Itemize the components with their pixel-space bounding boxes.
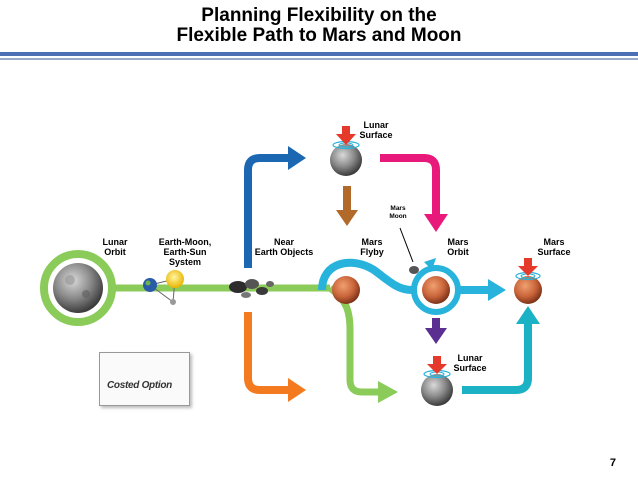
path-blue-up (244, 154, 288, 268)
arrowhead-brown (336, 210, 358, 226)
earth-sun-icon (143, 270, 184, 305)
title-line-2: Flexible Path to Mars and Moon (176, 25, 462, 46)
arrowhead-magenta (424, 214, 448, 232)
arrowhead-cyan (488, 279, 506, 301)
mars-moon-pointer (399, 227, 414, 263)
title-line-1: Planning Flexibility on the (201, 5, 437, 26)
path-teal-up (462, 322, 532, 394)
mars-icon (422, 276, 450, 304)
asteroid-icon (229, 279, 274, 298)
label-mars-flyby: Mars Flyby (360, 237, 384, 257)
legend-box (99, 352, 190, 406)
landing-marker-icon (332, 126, 360, 150)
label-mars-surface: Mars Surface (537, 237, 571, 257)
legend-label: Costed Option (107, 380, 172, 391)
page-number: 7 (609, 457, 616, 469)
path-cyan-flyby (318, 258, 413, 294)
label-earth-moon-system: Earth-Moon, Earth-Sun System (158, 237, 212, 267)
title-rule (0, 52, 638, 56)
landing-marker-icon (423, 356, 451, 379)
path-magenta (380, 154, 440, 216)
page-title: Planning Flexibility on the Flexible Pat… (0, 6, 638, 46)
arrowhead-green (378, 381, 398, 403)
mars-icon (332, 276, 360, 304)
mars-icon (514, 276, 542, 304)
mars-moon-icon (409, 266, 419, 274)
path-orange-down (244, 312, 288, 394)
moon-icon (53, 263, 103, 313)
moon-icon (330, 144, 362, 176)
label-lunar-surface-top: Lunar Surface (359, 120, 393, 140)
label-mars-moon: Mars Moon (389, 205, 407, 220)
label-lunar-orbit: Lunar Orbit (102, 237, 128, 257)
arrowhead-orbit (424, 258, 436, 270)
arrowhead-orange (288, 378, 306, 402)
orbit-ring (411, 265, 461, 315)
landing-marker-icon (515, 258, 541, 281)
arrowhead-teal (516, 306, 540, 324)
arrowhead-purple (425, 328, 447, 344)
title-rule-thin (0, 58, 638, 60)
label-lunar-surface-bottom: Lunar Surface (453, 353, 487, 373)
label-near-earth-objects: Near Earth Objects (254, 237, 314, 257)
arrowhead-blue (288, 146, 306, 170)
moon-icon (421, 374, 453, 406)
label-mars-orbit: Mars Orbit (447, 237, 469, 257)
